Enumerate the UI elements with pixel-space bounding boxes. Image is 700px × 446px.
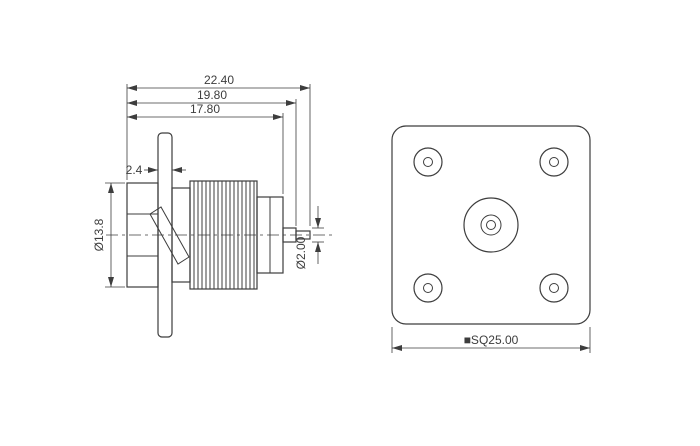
dim-flange-square-label: ■SQ25.00 (464, 333, 519, 347)
square-dim-arrow-right (580, 345, 590, 351)
mounting-hole-bottom-left-center (423, 283, 433, 293)
center-insulator-circle (480, 214, 502, 236)
side-view-dimensions: 22.40 19.80 17.80 2.4 Ø13.8 Ø2.00 (92, 73, 324, 288)
dim-overall-length-label: 22.40 (204, 73, 234, 87)
dim-mid-length-label: 19.80 (197, 88, 227, 102)
front-view-dimensions: ■SQ25.00 (391, 327, 591, 353)
square-extension-lines (391, 327, 591, 353)
dimension-arrows (108, 85, 321, 287)
mounting-hole-bottom-left (413, 273, 443, 303)
dim-body-diameter-label: Ø13.8 (92, 218, 106, 251)
mounting-hole-bottom-right (539, 273, 569, 303)
front-view (391, 125, 591, 325)
center-boss-circle (463, 197, 519, 253)
mounting-hole-top-left-center (423, 157, 433, 167)
extension-lines (105, 84, 324, 288)
center-pin-circle (486, 220, 496, 230)
mounting-hole-top-right (539, 147, 569, 177)
dim-flange-thickness-label: 2.4 (126, 163, 143, 177)
square-dim-arrow-left (392, 345, 402, 351)
knurl-lines (193, 181, 255, 289)
mounting-hole-top-right-center (549, 157, 559, 167)
dim-pin-diameter-label: Ø2.00 (294, 236, 308, 269)
dim-body-length-label: 17.80 (190, 102, 220, 116)
mounting-hole-top-left (413, 147, 443, 177)
bayonet-slot (149, 206, 190, 265)
flange-plate (391, 125, 591, 325)
contact-pin (295, 230, 311, 240)
side-view (106, 132, 334, 338)
mounting-hole-bottom-right-center (549, 283, 559, 293)
